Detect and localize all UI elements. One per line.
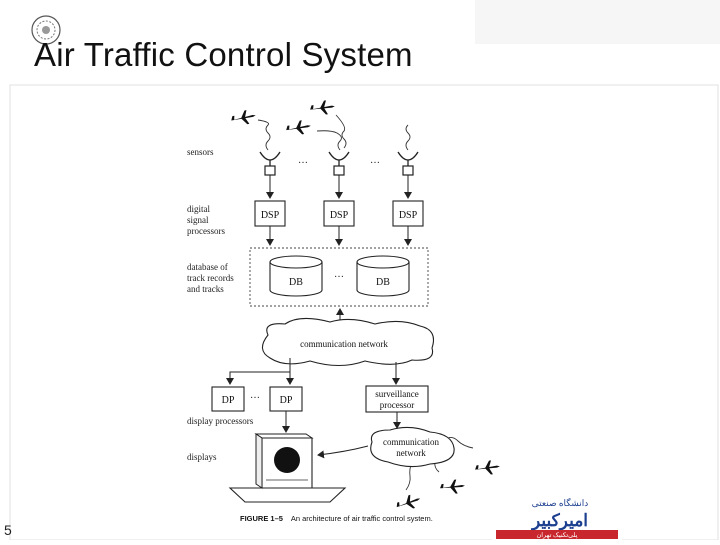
comm-net-label-1: communication (383, 437, 439, 447)
label-sensors: sensors (187, 147, 214, 157)
ellipsis-dp: … (250, 390, 260, 401)
radar-signal (316, 130, 342, 151)
radar-signal (257, 119, 271, 151)
top-right-shade (475, 0, 720, 44)
ellipsis-db: … (334, 269, 344, 280)
caption-prefix: FIGURE 1–5 (240, 514, 283, 523)
communication-network-cloud-small: communication network (370, 426, 455, 468)
database-cylinder-icon: DB (356, 255, 410, 297)
dsp-box-label: DSP (261, 210, 280, 221)
dsp-box-label: DSP (330, 210, 349, 221)
label-dsp-1: digital (187, 204, 210, 214)
database-region (249, 247, 429, 307)
db-label: DB (376, 277, 390, 288)
caption-text: An architecture of air traffic control s… (291, 514, 433, 523)
dp-label: DP (222, 395, 235, 406)
logo-line3: پلی‌تکنیک تهران (536, 531, 577, 539)
database-cylinder-icon: DB (269, 255, 323, 297)
dsp-box: DSP (392, 200, 424, 227)
slide-title: Air Traffic Control System (34, 36, 413, 73)
radar-signal (405, 124, 411, 151)
logo-line2: امیرکبیر (530, 511, 588, 531)
display-processor-box: DP (211, 386, 245, 412)
label-dsp-2: signal (187, 215, 209, 225)
comm-net-label-2: network (396, 448, 426, 458)
dsp-box: DSP (254, 200, 286, 227)
label-display-processors: display processors (187, 416, 254, 426)
db-label: DB (289, 277, 303, 288)
display-processor-box: DP (269, 386, 303, 412)
label-db-3: and tracks (187, 284, 224, 294)
communication-network-cloud: communication network (261, 317, 435, 367)
label-dsp-3: processors (187, 226, 225, 236)
label-db-1: database of (187, 262, 228, 272)
dp-label: DP (280, 395, 293, 406)
university-seal-icon (31, 15, 61, 45)
ellipsis-sensors-2: … (370, 155, 380, 166)
surveillance-processor-box: surveillance processor (365, 385, 429, 413)
surveillance-label-2: processor (380, 400, 415, 410)
dsp-box: DSP (323, 200, 355, 227)
ellipsis-sensors-1: … (298, 155, 308, 166)
network-label: communication network (300, 339, 388, 349)
dsp-box-label: DSP (399, 210, 418, 221)
surveillance-label-1: surveillance (375, 389, 418, 399)
university-logo: دانشگاه صنعتی امیرکبیر پلی‌تکنیک تهران (492, 492, 622, 540)
radar-display-console-icon (228, 433, 347, 503)
radar-signal (335, 114, 347, 149)
label-db-2: track records (187, 273, 234, 283)
logo-line1: دانشگاه صنعتی (532, 497, 589, 508)
label-displays: displays (187, 452, 217, 462)
content-panel (9, 84, 719, 541)
figure-caption: FIGURE 1–5 An architecture of air traffi… (240, 514, 433, 523)
page-number: 5 (4, 522, 12, 538)
